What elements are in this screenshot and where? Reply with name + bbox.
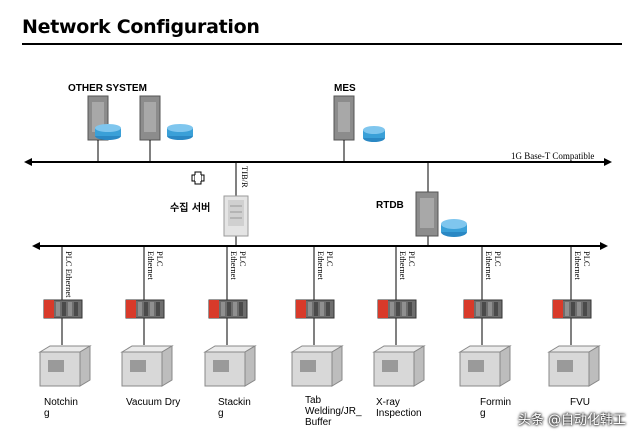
station-1 [38,246,92,387]
cursor-cross-icon [191,171,205,185]
station-1-plc-rack [43,299,83,319]
other-system-label: OTHER SYSTEM [68,83,147,94]
station-7-link-label: PLC Ethernet [573,251,592,280]
station-6-link-label: PLC Ethernet [484,251,503,280]
station-5-plc-rack [377,299,417,319]
lower-bus-arrow-left [32,242,40,250]
station-links [38,246,601,387]
mes-disk [363,126,385,142]
station-6-plc-rack [463,299,503,319]
station-2-machine [120,345,174,387]
station-1-machine-label: Notchin g [44,397,78,419]
rtdb-server [415,191,439,237]
upper-bus-label: 1G Base-T Compatible [511,151,595,161]
station-4-machine [290,345,344,387]
station-5 [372,246,426,387]
station-6-machine-label: Formin g [480,397,512,419]
other-system-disk-2 [167,124,193,140]
station-1-machine [38,345,92,387]
station-3-machine-label: Stackin g [218,397,251,419]
rtdb-label: RTDB [376,200,404,211]
station-4-machine-label: Tab Welding/JR_ Buffer [305,395,362,428]
station-3-link-label: PLC Ethernet [229,251,248,280]
title-underline [22,43,622,45]
station-5-link-label: PLC Ethernet [398,251,417,280]
station-6 [458,246,512,387]
rtdb-disk [441,219,467,237]
lower-bus-arrow-right [600,242,608,250]
station-7-machine [547,345,601,387]
station-7-plc-rack [552,299,592,319]
station-5-machine-label: X-ray Inspection [376,397,422,419]
station-6-machine [458,345,512,387]
station-4-link-label: PLC Ethernet [316,251,335,280]
station-2-machine-label: Vacuum Dry [126,397,181,408]
watermark: 头条 @自动化韩工 [517,413,626,428]
station-3-machine [203,345,257,387]
station-7-machine-label: FVU [570,397,590,408]
upper-bus-arrow-left [24,158,32,166]
station-3 [203,246,257,387]
station-7 [547,246,601,387]
upper-bus-arrow-right [604,158,612,166]
other-system-disk-1 [95,124,121,140]
station-1-link-label: PLC Ethernet [64,251,74,298]
station-2 [120,246,174,387]
station-5-machine [372,345,426,387]
station-4 [290,246,344,387]
other-system-server-2 [139,95,161,162]
tibr-label: TIB/R [240,166,250,188]
mes-label: MES [334,83,356,94]
collection-server [223,195,249,237]
mes-server [333,95,355,162]
collection-server-label: 수집 서버 [170,203,211,214]
station-2-plc-rack [125,299,165,319]
station-3-plc-rack [208,299,248,319]
page-title: Network Configuration [22,16,260,38]
station-2-link-label: PLC Ethernet [146,251,165,280]
station-4-plc-rack [295,299,335,319]
